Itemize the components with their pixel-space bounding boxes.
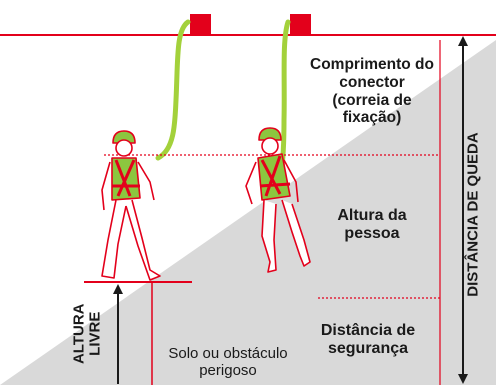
connector-length-label: Comprimento do conector (correia de fixa… [310, 56, 434, 127]
anchor-block-right [290, 14, 311, 34]
anchor-block-left [190, 14, 211, 34]
lanyard-left [155, 19, 191, 161]
worker-standing [101, 130, 161, 281]
safety-distance-label: Distância de segurança [320, 322, 416, 358]
ground-obstacle-label: Solo ou obstáculo perigoso [168, 345, 288, 380]
fall-arrow-head-top [458, 36, 468, 46]
person-height-label: Altura da pessoa [337, 207, 407, 243]
fall-arrow-head-bottom [458, 374, 468, 384]
worker-suspended [245, 127, 311, 273]
fall-distance-label: DISTÂNCIA DE QUEDA [464, 132, 482, 297]
ground-wedge [0, 40, 496, 385]
free-height-arrow-head [113, 284, 123, 294]
free-height-label: ALTURA LIVRE [70, 303, 103, 365]
